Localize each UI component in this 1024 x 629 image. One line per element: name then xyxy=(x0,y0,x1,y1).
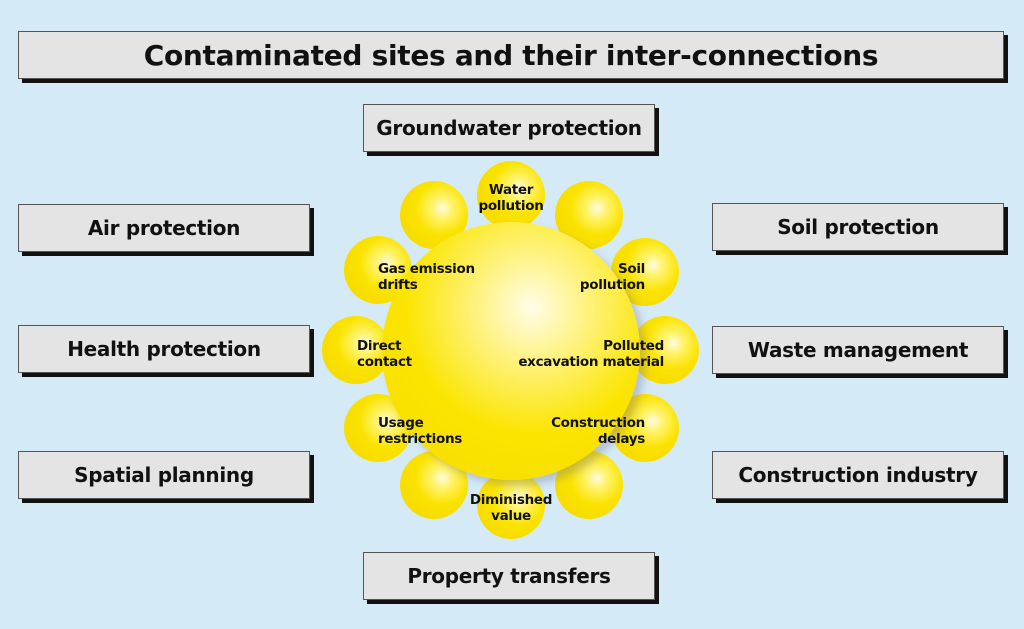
label-line: drifts xyxy=(378,277,418,293)
box-construction-industry: Construction industry xyxy=(712,451,1004,499)
ball xyxy=(477,161,545,229)
box-air-protection: Air protection xyxy=(18,204,310,252)
label-line: Usage xyxy=(378,415,424,431)
label-line: delays xyxy=(597,431,645,447)
box-spatial-planning: Spatial planning xyxy=(18,451,310,499)
label-line: pollution xyxy=(579,277,645,293)
label-line: Construction xyxy=(551,415,645,431)
ball xyxy=(322,316,390,384)
central-sphere xyxy=(382,222,640,480)
label-line: pollution xyxy=(478,198,544,214)
label-line: Soil xyxy=(617,261,645,277)
label-line: Gas emission xyxy=(378,261,475,277)
box-property-transfers: Property transfers xyxy=(363,552,655,600)
label-line: value xyxy=(491,508,531,524)
ball xyxy=(631,316,699,384)
label-line: Direct xyxy=(357,338,402,354)
box-groundwater-protection: Groundwater protection xyxy=(363,104,655,152)
diagram-title: Contaminated sites and their inter-conne… xyxy=(18,31,1004,79)
ball xyxy=(477,471,545,539)
label-line: Polluted xyxy=(603,338,664,354)
box-soil-protection: Soil protection xyxy=(712,203,1004,251)
box-health-protection: Health protection xyxy=(18,325,310,373)
box-waste-management: Waste management xyxy=(712,326,1004,374)
label-line: Diminished xyxy=(469,492,553,508)
label-line: contact xyxy=(357,354,412,370)
label-line: excavation material xyxy=(518,354,664,370)
label-line: Water xyxy=(488,182,534,198)
label-line: restrictions xyxy=(378,431,462,447)
